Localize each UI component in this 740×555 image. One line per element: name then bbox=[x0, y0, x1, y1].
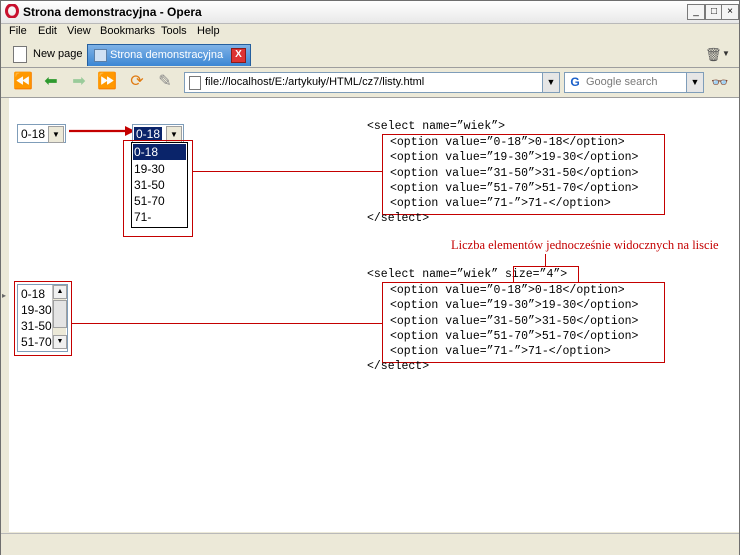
select-open[interactable]: 0-18 ▼ bbox=[132, 124, 184, 143]
list-item[interactable]: 51-70 bbox=[21, 335, 52, 349]
menu-edit[interactable]: Edit bbox=[38, 25, 57, 37]
option-item[interactable]: 51-70 bbox=[134, 194, 165, 208]
edit-pencil-icon[interactable]: ✎ bbox=[158, 73, 172, 90]
annotation-line bbox=[545, 254, 546, 266]
select-open-value: 0-18 bbox=[134, 127, 163, 141]
select-closed[interactable]: 0-18 ▼ bbox=[17, 124, 66, 143]
menu-bar: File Edit View Bookmarks Tools Help bbox=[1, 23, 739, 41]
search-dropdown-icon[interactable]: ▼ bbox=[686, 73, 703, 92]
code-option-line: <option value=”0-18”>0-18</option> bbox=[390, 136, 625, 149]
menu-file[interactable]: File bbox=[9, 25, 27, 37]
menu-tools[interactable]: Tools bbox=[161, 25, 187, 37]
navigation-bar: ⏪ ⬅ ➡ ⏩ ⟳ ✎ file://localhost/E:/artykuły… bbox=[1, 67, 739, 98]
document-icon bbox=[189, 76, 201, 90]
code-option-line: <option value=”51-70”>51-70</option> bbox=[390, 182, 639, 195]
window-title: Strona demonstracyjna - Opera bbox=[23, 5, 202, 19]
rewind-icon[interactable]: ⏪ bbox=[13, 73, 33, 90]
panel-toggle-icon[interactable]: ▸ bbox=[2, 291, 7, 300]
address-dropdown-icon[interactable]: ▼ bbox=[542, 73, 559, 92]
code-select-close: </select> bbox=[367, 212, 430, 225]
option-item[interactable]: 31-50 bbox=[134, 178, 165, 192]
dropdown-arrow-icon[interactable]: ▼ bbox=[166, 126, 182, 143]
new-page-icon bbox=[13, 46, 27, 63]
code-option-line: <option value=”31-50”>31-50</option> bbox=[390, 167, 639, 180]
dropdown-options: 0-18 19-30 31-50 51-70 71- bbox=[131, 142, 188, 228]
tab-label: Strona demonstracyjna bbox=[110, 49, 224, 61]
code-select-end: > bbox=[560, 268, 568, 281]
opera-logo-icon bbox=[5, 4, 19, 18]
address-input[interactable]: file://localhost/E:/artykuły/HTML/cz7/li… bbox=[205, 76, 425, 88]
glasses-icon[interactable]: 👓 bbox=[711, 74, 729, 90]
code-size-attr: size=”4” bbox=[505, 268, 561, 281]
code-select-start: <select name=”wiek” bbox=[367, 268, 506, 281]
menu-view[interactable]: View bbox=[67, 25, 91, 37]
list-item[interactable]: 19-30 bbox=[21, 303, 52, 317]
page-content: 0-18 ▼ 0-18 ▼ 0-18 19-30 31-50 51-70 71-… bbox=[9, 98, 739, 532]
option-item[interactable]: 0-18 bbox=[133, 144, 186, 160]
option-item[interactable]: 71- bbox=[134, 210, 152, 224]
code-option-line: <option value=”0-18”>0-18</option> bbox=[390, 284, 625, 297]
code-option-line: <option value=”71-”>71-</option> bbox=[390, 197, 611, 210]
title-bar: Strona demonstracyjna - Opera _ □ × bbox=[1, 1, 739, 24]
scroll-up-icon[interactable]: ▲ bbox=[53, 285, 67, 299]
new-page-button[interactable]: New page bbox=[9, 44, 85, 64]
forward-icon[interactable]: ➡ bbox=[72, 73, 86, 90]
connector-line bbox=[71, 323, 382, 324]
size-highlight-box bbox=[513, 266, 579, 283]
list-item[interactable]: 0-18 bbox=[21, 287, 46, 301]
code-select-close: </select> bbox=[367, 360, 430, 373]
code-option-line: <option value=”19-30”>19-30</option> bbox=[390, 151, 639, 164]
code-option-line: <option value=”19-30”>19-30</option> bbox=[390, 299, 639, 312]
select-value: 0-18 bbox=[21, 127, 46, 141]
dropdown-arrow-icon[interactable]: ▼ bbox=[48, 126, 64, 143]
minimize-button[interactable]: _ bbox=[687, 4, 705, 20]
arrow-right bbox=[69, 126, 135, 136]
address-bar[interactable]: file://localhost/E:/artykuły/HTML/cz7/li… bbox=[184, 72, 560, 93]
scrollbar-thumb[interactable] bbox=[53, 300, 67, 328]
size-annotation: Liczba elementów jednocześnie widocznych… bbox=[451, 238, 719, 252]
chevron-down-icon[interactable]: ▼ bbox=[722, 49, 730, 58]
scroll-down-icon[interactable]: ▼ bbox=[53, 335, 67, 349]
menu-help[interactable]: Help bbox=[197, 25, 220, 37]
page-icon bbox=[94, 49, 107, 62]
connector-line bbox=[192, 171, 382, 172]
google-icon: G bbox=[570, 75, 580, 89]
options-highlight-box-2 bbox=[382, 282, 665, 363]
code-select-open: <select name=”wiek”> bbox=[367, 120, 506, 133]
option-item[interactable]: 19-30 bbox=[134, 162, 165, 176]
back-icon[interactable]: ⬅ bbox=[44, 73, 58, 90]
select-listbox[interactable]: 0-18 19-30 31-50 51-70 ▲ ▼ bbox=[17, 284, 68, 352]
tab-bar: New page Strona demonstracyjna X bbox=[1, 41, 739, 68]
listbox-scrollbar[interactable]: ▲ ▼ bbox=[52, 285, 67, 349]
code-option-line: <option value=”51-70”>51-70</option> bbox=[390, 330, 639, 343]
close-window-button[interactable]: × bbox=[721, 4, 739, 20]
search-input[interactable]: Google search bbox=[586, 76, 658, 88]
tab-active[interactable]: Strona demonstracyjna X bbox=[87, 44, 251, 66]
search-box[interactable]: G Google search ▼ bbox=[564, 72, 704, 93]
options-highlight-box bbox=[382, 134, 665, 215]
close-tab-icon[interactable]: X bbox=[231, 48, 246, 63]
code-select-open-size: <select name=”wiek” size=”4”> bbox=[367, 268, 567, 281]
status-bar bbox=[1, 533, 739, 555]
new-page-label: New page bbox=[33, 48, 83, 60]
trash-icon[interactable]: 🗑 bbox=[705, 47, 722, 62]
listbox-highlight-box bbox=[14, 281, 72, 356]
fast-forward-icon[interactable]: ⏩ bbox=[97, 73, 117, 90]
menu-bookmarks[interactable]: Bookmarks bbox=[100, 25, 156, 37]
reload-icon[interactable]: ⟳ bbox=[130, 73, 144, 90]
code-option-line: <option value=”71-”>71-</option> bbox=[390, 345, 611, 358]
list-item[interactable]: 31-50 bbox=[21, 319, 52, 333]
dropdown-highlight-box bbox=[123, 140, 193, 237]
code-option-line: <option value=”31-50”>31-50</option> bbox=[390, 315, 639, 328]
